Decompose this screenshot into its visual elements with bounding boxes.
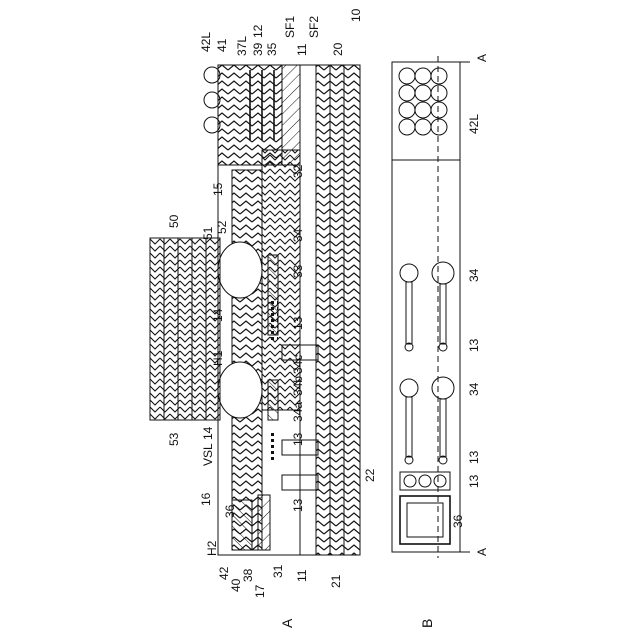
- label-39: 39: [251, 42, 265, 56]
- panel-a-cross-section: [150, 65, 360, 555]
- caption-a: A: [279, 618, 295, 628]
- label-13-b-row: 13: [467, 474, 481, 488]
- dots-row: [270, 300, 278, 340]
- label-34b: 34b: [291, 376, 305, 396]
- solder-bump-1: [218, 242, 262, 298]
- label-34-top: 34: [291, 228, 305, 242]
- label-h1: H1: [211, 350, 225, 366]
- panel-b-labels: A A 42L 34 13 34 13 13 36 B: [419, 54, 489, 628]
- label-16: 16: [199, 492, 213, 506]
- label-36-b: 36: [451, 514, 465, 528]
- label-38: 38: [241, 568, 255, 582]
- label-10: 10: [349, 8, 363, 22]
- substrate-20: [316, 65, 360, 555]
- label-sf1: SF1: [283, 16, 297, 38]
- solder-bump-2: [218, 362, 262, 418]
- label-31: 31: [271, 564, 285, 578]
- electrode-31: [258, 495, 270, 550]
- label-17: 17: [253, 584, 267, 598]
- caption-b: B: [419, 619, 435, 628]
- label-50: 50: [167, 214, 181, 228]
- bump-grid-42L: [399, 68, 447, 135]
- label-51: 51: [201, 226, 215, 240]
- label-21: 21: [329, 574, 343, 588]
- label-13b: 13: [291, 432, 305, 446]
- label-section-a-bot: A: [475, 548, 489, 556]
- label-20: 20: [331, 42, 345, 56]
- label-12: 12: [251, 24, 265, 38]
- label-36: 36: [223, 504, 237, 518]
- label-34c: 34c: [291, 355, 305, 374]
- label-13c: 13: [291, 498, 305, 512]
- label-vsl: VSL: [201, 443, 215, 466]
- label-42: 42: [217, 566, 231, 580]
- pad-pair-upper: [400, 262, 454, 351]
- label-52: 52: [215, 220, 229, 234]
- label-15: 15: [211, 182, 225, 196]
- dots-row-2: [268, 430, 276, 460]
- label-14-top: 14: [211, 308, 225, 322]
- label-13a: 13: [291, 316, 305, 330]
- layer-14: [232, 170, 262, 550]
- label-53: 53: [167, 432, 181, 446]
- label-13-b-upper: 13: [467, 338, 481, 352]
- label-42L: 42L: [199, 32, 213, 52]
- label-11-top: 11: [295, 43, 309, 56]
- label-13-b-lower: 13: [467, 450, 481, 464]
- label-35: 35: [265, 42, 279, 56]
- layer-11: [300, 65, 316, 555]
- label-32: 32: [291, 164, 305, 178]
- label-42L-b: 42L: [467, 114, 481, 134]
- pad-pair-lower: [400, 377, 454, 464]
- chip-50: [150, 238, 220, 420]
- label-34-b-upper: 34: [467, 268, 481, 282]
- electrode-34: [268, 380, 278, 420]
- label-34-b-lower: 34: [467, 382, 481, 396]
- label-11-bot: 11: [295, 569, 309, 582]
- label-22: 22: [363, 468, 377, 482]
- label-h2: H2: [205, 540, 219, 556]
- label-41: 41: [215, 38, 229, 52]
- label-34a: 34a: [291, 402, 305, 422]
- label-37L: 37L: [235, 36, 249, 56]
- label-sf2: SF2: [307, 16, 321, 38]
- label-section-a-top: A: [475, 54, 489, 62]
- label-14: 14: [201, 426, 215, 440]
- label-33: 33: [291, 264, 305, 278]
- panel-b-plan-view: [392, 56, 470, 558]
